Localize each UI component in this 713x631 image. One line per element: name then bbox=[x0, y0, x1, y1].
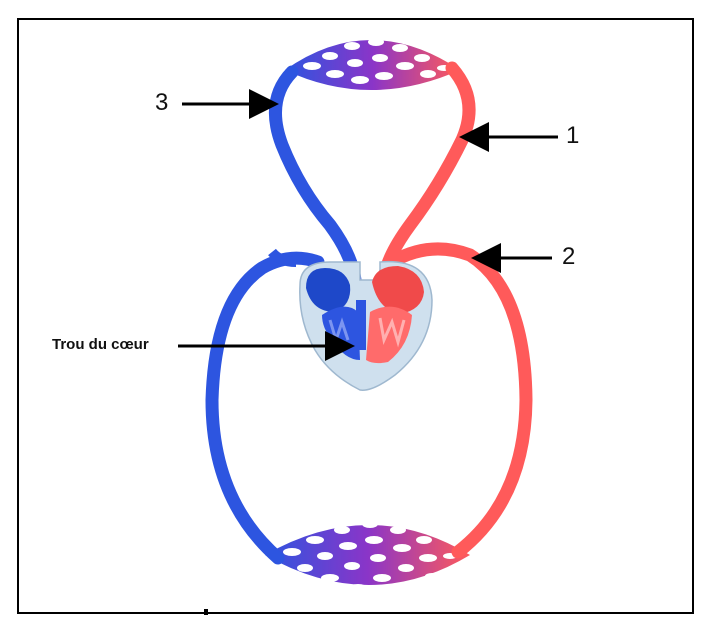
systemic-capillary-bed bbox=[265, 520, 470, 592]
pulmonary-artery bbox=[275, 72, 355, 280]
label-trou-du-coeur: Trou du cœur bbox=[52, 336, 149, 353]
label-2: 2 bbox=[562, 243, 575, 271]
stray-dot bbox=[204, 609, 208, 615]
heart-hole bbox=[356, 300, 366, 350]
pulmonary-capillary-bed bbox=[285, 38, 460, 90]
heart bbox=[300, 262, 432, 391]
label-3: 3 bbox=[155, 89, 168, 117]
label-1: 1 bbox=[566, 122, 579, 150]
